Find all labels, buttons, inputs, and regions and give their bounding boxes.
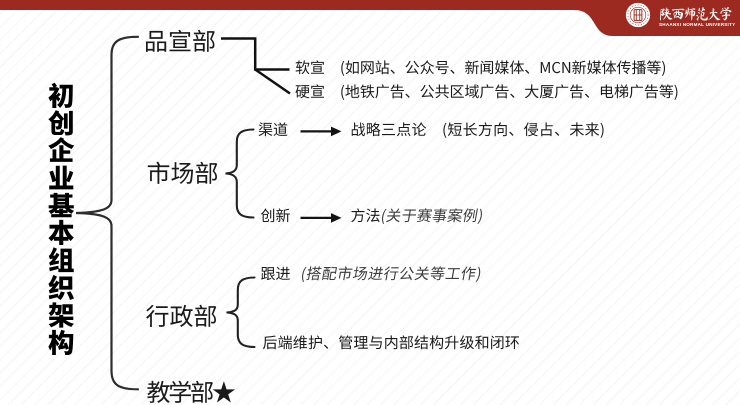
leaf-method-text: 方法 [350,205,381,226]
leaf-soft-promo: 软宣 (如网站、公众号、新闻媒体、MCN新媒体传播等) [295,57,667,79]
node-channel: 渠道 [258,119,289,140]
leaf-method: 方法(关于赛事案例) [350,205,485,226]
branch1-connector [221,37,291,95]
branch-label-market: 市场部 [146,154,219,189]
brace-market [225,128,255,219]
main-brace [75,35,140,391]
leaf-method-note: (关于赛事案例) [378,205,485,226]
branch-label-brand: 品宣部 [144,22,216,58]
leaf-strategy: 战略三点论 (短长方向、侵占、未来) [350,119,606,140]
university-name-cn: 陕西师范大学 [659,6,733,22]
branch-label-admin: 行政部 [145,296,218,332]
leaf-hard-promo: 硬宣 (地铁广告、公共区域广告、大厦广告、电梯广告等) [295,81,679,103]
leaf-backend: 后端维护、管理与内部结构升级和闭环 [262,332,521,354]
arrow-innovation [300,213,342,223]
university-seal-icon [625,2,651,27]
leaf-follow-up-note: (搭配市场进行公关等工作) [299,262,484,284]
university-logo: 陕西师范大学 SHAANXI NORMAL UNIVERSITY [620,0,740,36]
header-ribbon [0,0,740,36]
leaf-follow-up: 跟进 (搭配市场进行公关等工作) [260,262,484,284]
page-title: 初创企业基本组织架构 [41,82,81,356]
university-name-en: SHAANXI NORMAL UNIVERSITY [659,21,736,27]
branch-label-teaching: 教学部★ [146,373,236,405]
node-innovation: 创新 [260,205,291,226]
header-ribbon-shape [0,0,740,36]
arrow-channel [300,126,342,137]
leaf-follow-up-text: 跟进 [260,262,291,284]
brace-admin [226,276,256,349]
